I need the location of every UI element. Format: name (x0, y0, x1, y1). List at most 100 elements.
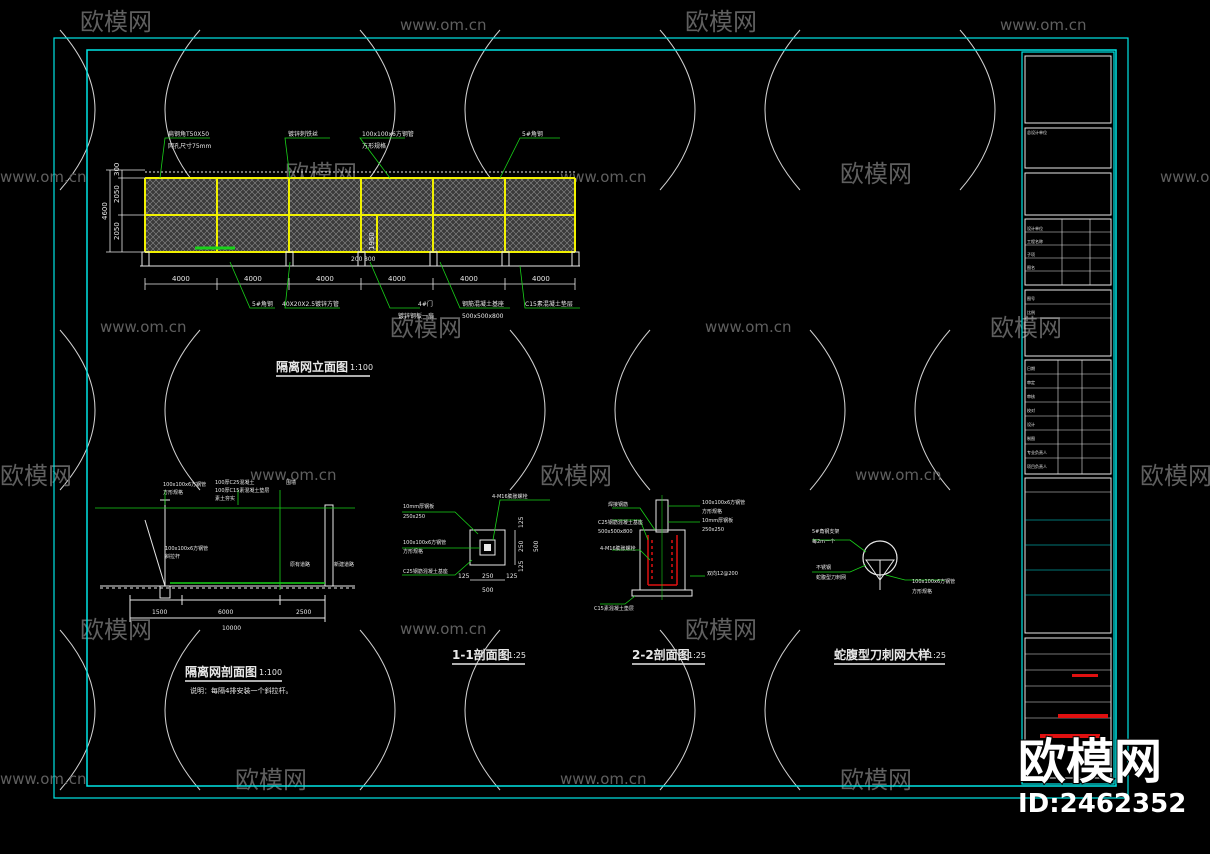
section-label: 100厚C15素混凝土垫层 (215, 487, 269, 494)
sec11-dim: 500 (533, 540, 540, 552)
sec22-label: C25钢筋混凝土基座 (598, 519, 643, 526)
sec22-label: C15素混凝土垫层 (594, 605, 634, 612)
watermark-url: www.om.cn (0, 770, 87, 788)
razor-label: 5#角钢支架 (812, 528, 839, 535)
tb-row: 制图 (1027, 435, 1035, 441)
watermark-brand: 欧模网 (235, 766, 307, 794)
watermark-brand: 欧模网 (840, 766, 912, 794)
razor-title: 蛇腹型刀刺网大样 (834, 647, 930, 662)
tb-row: 总设计单位 (1027, 129, 1047, 135)
gate-dim: 800 (364, 256, 376, 263)
sec11-label: 10mm厚钢板 (403, 503, 434, 510)
sec11-dim: 250 (518, 540, 525, 552)
section-note: 说明：每隔4排安装一个斜拉杆。 (190, 686, 292, 695)
sec22-label: 方形规格 (702, 508, 722, 515)
watermark-url: www.om.cn (0, 168, 87, 186)
razor-label: 蛇腹型刀刺网 (816, 574, 846, 581)
sec22-label: 双向12@200 (707, 570, 738, 577)
gate-dim: 200 (351, 256, 363, 263)
section-label: 100x100x6方钢管 (165, 545, 208, 552)
sec11-dim: 125 (458, 573, 470, 580)
section-label: 新建道路 (334, 561, 354, 568)
watermark-logo: 欧模网 ID:2462352 (1017, 733, 1186, 819)
section-1-1: 10mm厚钢板 250x250 4-M16膨胀螺栓 100x100x6方钢管 方… (402, 493, 550, 665)
section-drawing: 1500 6000 2500 10000 100x100x6方钢管 方形规格 1… (95, 479, 355, 695)
sec11-label: 250x250 (403, 514, 425, 520)
sec22-label: 500x500x800 (598, 529, 633, 535)
watermark-brand: 欧模网 (990, 314, 1062, 342)
sec11-scale: 1:25 (508, 651, 526, 660)
leader-label: 镀锌刺铁丝 (288, 130, 318, 138)
title-block: 总设计单位 设计单位 工程名称 子项 图名 图号 比例 日期 审定 审核 校对 … (1021, 51, 1115, 785)
tb-row: 设计单位 (1027, 225, 1043, 231)
watermark-url: www.om.cn (400, 16, 487, 34)
inner-frame (86, 49, 1117, 787)
section-dim: 1500 (152, 609, 167, 616)
watermark-url: www.om.cn (560, 168, 647, 186)
sec11-dim: 250 (482, 573, 494, 580)
section-label: 100x100x6方钢管 (163, 481, 206, 488)
razor-label: 100x100x6方钢管 (912, 578, 955, 585)
sec22-scale: 1:25 (688, 651, 706, 660)
tb-row: 专业负责人 (1027, 449, 1047, 455)
sec22-label: 250x250 (702, 527, 724, 533)
sec11-dim: 500 (482, 587, 494, 594)
sec22-label: 4-M16膨胀螺栓 (600, 545, 636, 552)
razor-label: 不锈钢 (816, 564, 831, 571)
tb-row: 设计 (1027, 421, 1035, 427)
sec22-label: 10mm厚钢板 (702, 517, 733, 524)
sec11-label: C25钢筋混凝土基座 (403, 568, 448, 575)
sec11-label: 方形规格 (403, 548, 423, 555)
elevation-title: 隔离网立面图 (276, 359, 348, 374)
outer-frame (53, 37, 1129, 799)
tb-row: 图号 (1027, 295, 1035, 301)
watermark-brand: 欧模网 (685, 616, 757, 644)
sec22-label: 焊接钢筋 (608, 501, 628, 508)
tb-row: 日期 (1027, 365, 1035, 371)
watermark-url: www.om.cn (250, 466, 337, 484)
sec11-dim: 125 (506, 573, 518, 580)
razor-wire-detail: 5#角钢支架 每2m一个 不锈钢 蛇腹型刀刺网 100x100x6方钢管 方形规… (812, 528, 955, 665)
sec11-title: 1-1剖面图 (452, 647, 510, 662)
elevation-drawing: 300 2050 2050 4600 1950 4000 4000 4000 4… (101, 130, 580, 377)
sec22-title: 2-2剖面图 (632, 647, 690, 662)
watermark-url: www.om.cn (1000, 16, 1087, 34)
watermark-url: www.om.cn (400, 620, 487, 638)
razor-scale: 1:25 (928, 651, 946, 660)
dim-bottom: 4000 (172, 275, 190, 283)
sec11-label: 100x100x6方钢管 (403, 539, 446, 546)
watermark-brand: 欧模网 (1140, 462, 1210, 490)
tb-row: 校对 (1027, 407, 1035, 413)
leader-label: 网孔尺寸75mm (168, 142, 211, 150)
leader-label: 4#门 (418, 300, 433, 308)
watermark-url: www.om.cn (100, 318, 187, 336)
dim-bottom: 4000 (532, 275, 550, 283)
sec11-label: 4-M16膨胀螺栓 (492, 493, 528, 500)
section-dim: 2500 (296, 609, 311, 616)
dim-bottom: 4000 (388, 275, 406, 283)
razor-label: 方形规格 (912, 588, 932, 595)
leader-label: 5#角钢 (252, 300, 273, 308)
watermark-brand: 欧模网 (390, 314, 462, 342)
watermark-layer: 欧模网 www.om.cn 欧模网 www.om.cn www.om.cn 欧模… (0, 8, 1210, 794)
leader-label: 镀锌钢板一扇 (398, 312, 434, 320)
section-label: 围墙 (286, 479, 296, 486)
dim-left: 2050 (113, 185, 121, 203)
section-label: 100厚C25混凝土 (215, 479, 254, 486)
dim-bottom: 4000 (244, 275, 262, 283)
watermark-url: www.om.cn (1160, 168, 1210, 186)
watermark-brand: 欧模网 (80, 616, 152, 644)
tb-row: 审定 (1027, 379, 1035, 385)
tb-row: 子项 (1027, 251, 1035, 257)
leader-label: C15素混凝土垫层 (525, 300, 573, 308)
tb-row: 工程名称 (1027, 238, 1043, 244)
section-scale: 1:100 (259, 668, 282, 677)
id-label: ID:2462352 (1018, 789, 1186, 819)
watermark-brand: 欧模网 (685, 8, 757, 36)
section-dim: 6000 (218, 609, 233, 616)
watermark-url: www.om.cn (560, 770, 647, 788)
dim-bottom: 4000 (316, 275, 334, 283)
watermark-brand: 欧模网 (840, 160, 912, 188)
leader-label: 5#角钢 (522, 130, 543, 138)
